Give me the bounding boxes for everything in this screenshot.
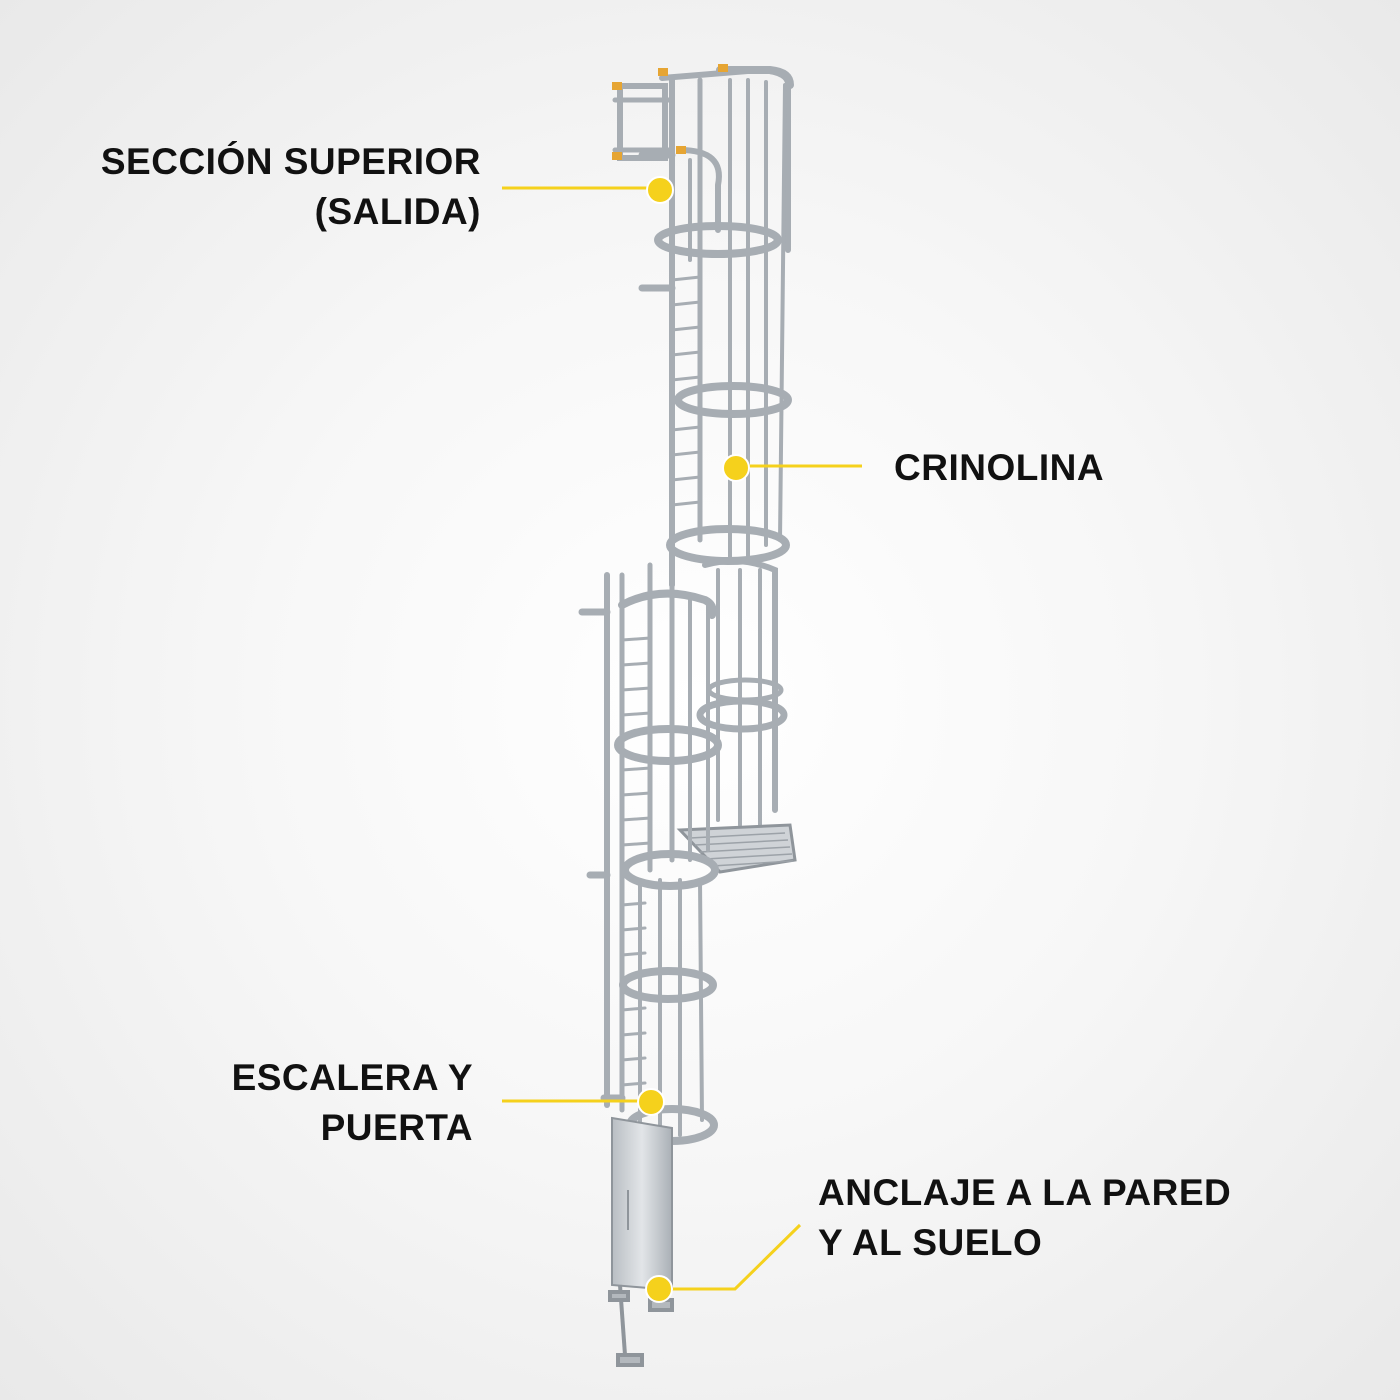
callout-dot-cage [722,454,750,482]
callout-dot-anchoring [645,1275,673,1303]
callout-anchoring: ANCLAJE A LA PARED Y AL SUELO [818,1168,1231,1268]
callout-ladder-door-line1: ESCALERA Y [231,1057,473,1098]
callout-top-section-line1: SECCIÓN SUPERIOR [100,141,481,182]
callout-anchoring-line1: ANCLAJE A LA PARED [818,1172,1232,1213]
callout-dots [637,176,750,1303]
upper-ladder [612,66,794,588]
middle-cage [696,558,788,827]
callout-top-section: SECCIÓN SUPERIOR (SALIDA) [101,137,481,237]
callout-anchoring-line2: Y AL SUELO [818,1222,1043,1263]
lower-ladder [578,562,722,1145]
callout-dot-ladder-door [637,1088,665,1116]
handrail-tips [612,64,728,160]
callout-leaders [502,186,862,1291]
callout-cage-line1: CRINOLINA [894,447,1105,488]
base-door-plate [611,1116,673,1292]
callout-dot-top-section [646,176,674,204]
callout-top-section-line2: (SALIDA) [314,191,481,232]
rest-platform [676,823,797,874]
callout-ladder-door: ESCALERA Y PUERTA [232,1053,473,1153]
callout-ladder-door-line2: PUERTA [320,1107,473,1148]
callout-cage: CRINOLINA [894,443,1104,493]
